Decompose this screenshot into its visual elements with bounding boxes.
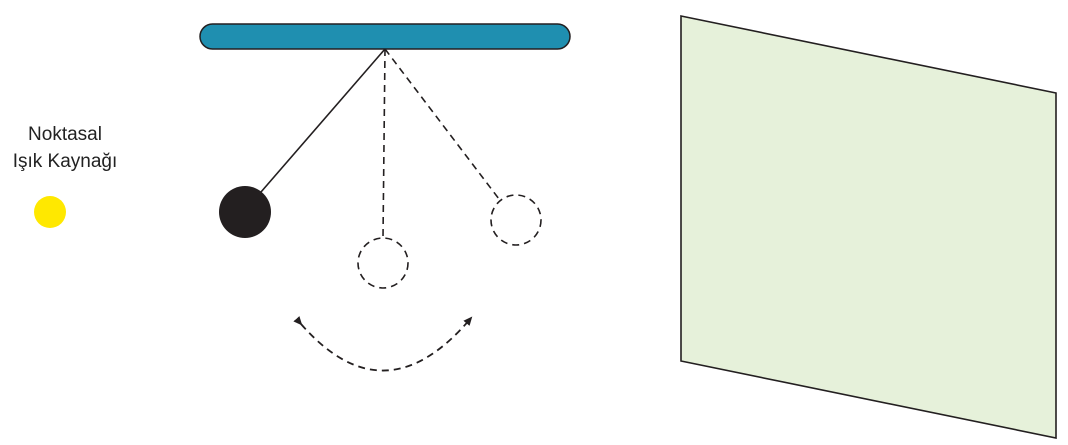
light-source-label-line1: Noktasal <box>28 124 102 145</box>
point-light-source <box>34 196 66 228</box>
dashed-bob-right <box>490 194 542 246</box>
ceiling-bar <box>199 23 571 50</box>
dashed-string-right <box>384 48 500 200</box>
swing-arrow <box>293 316 473 372</box>
projection-screen <box>680 15 1057 439</box>
pendulum-bob <box>219 186 271 238</box>
pendulum-string <box>260 48 386 193</box>
dashed-bob-center <box>357 237 409 289</box>
dashed-string-center <box>382 48 386 239</box>
light-source-label-line2: Işık Kaynağı <box>13 151 118 172</box>
